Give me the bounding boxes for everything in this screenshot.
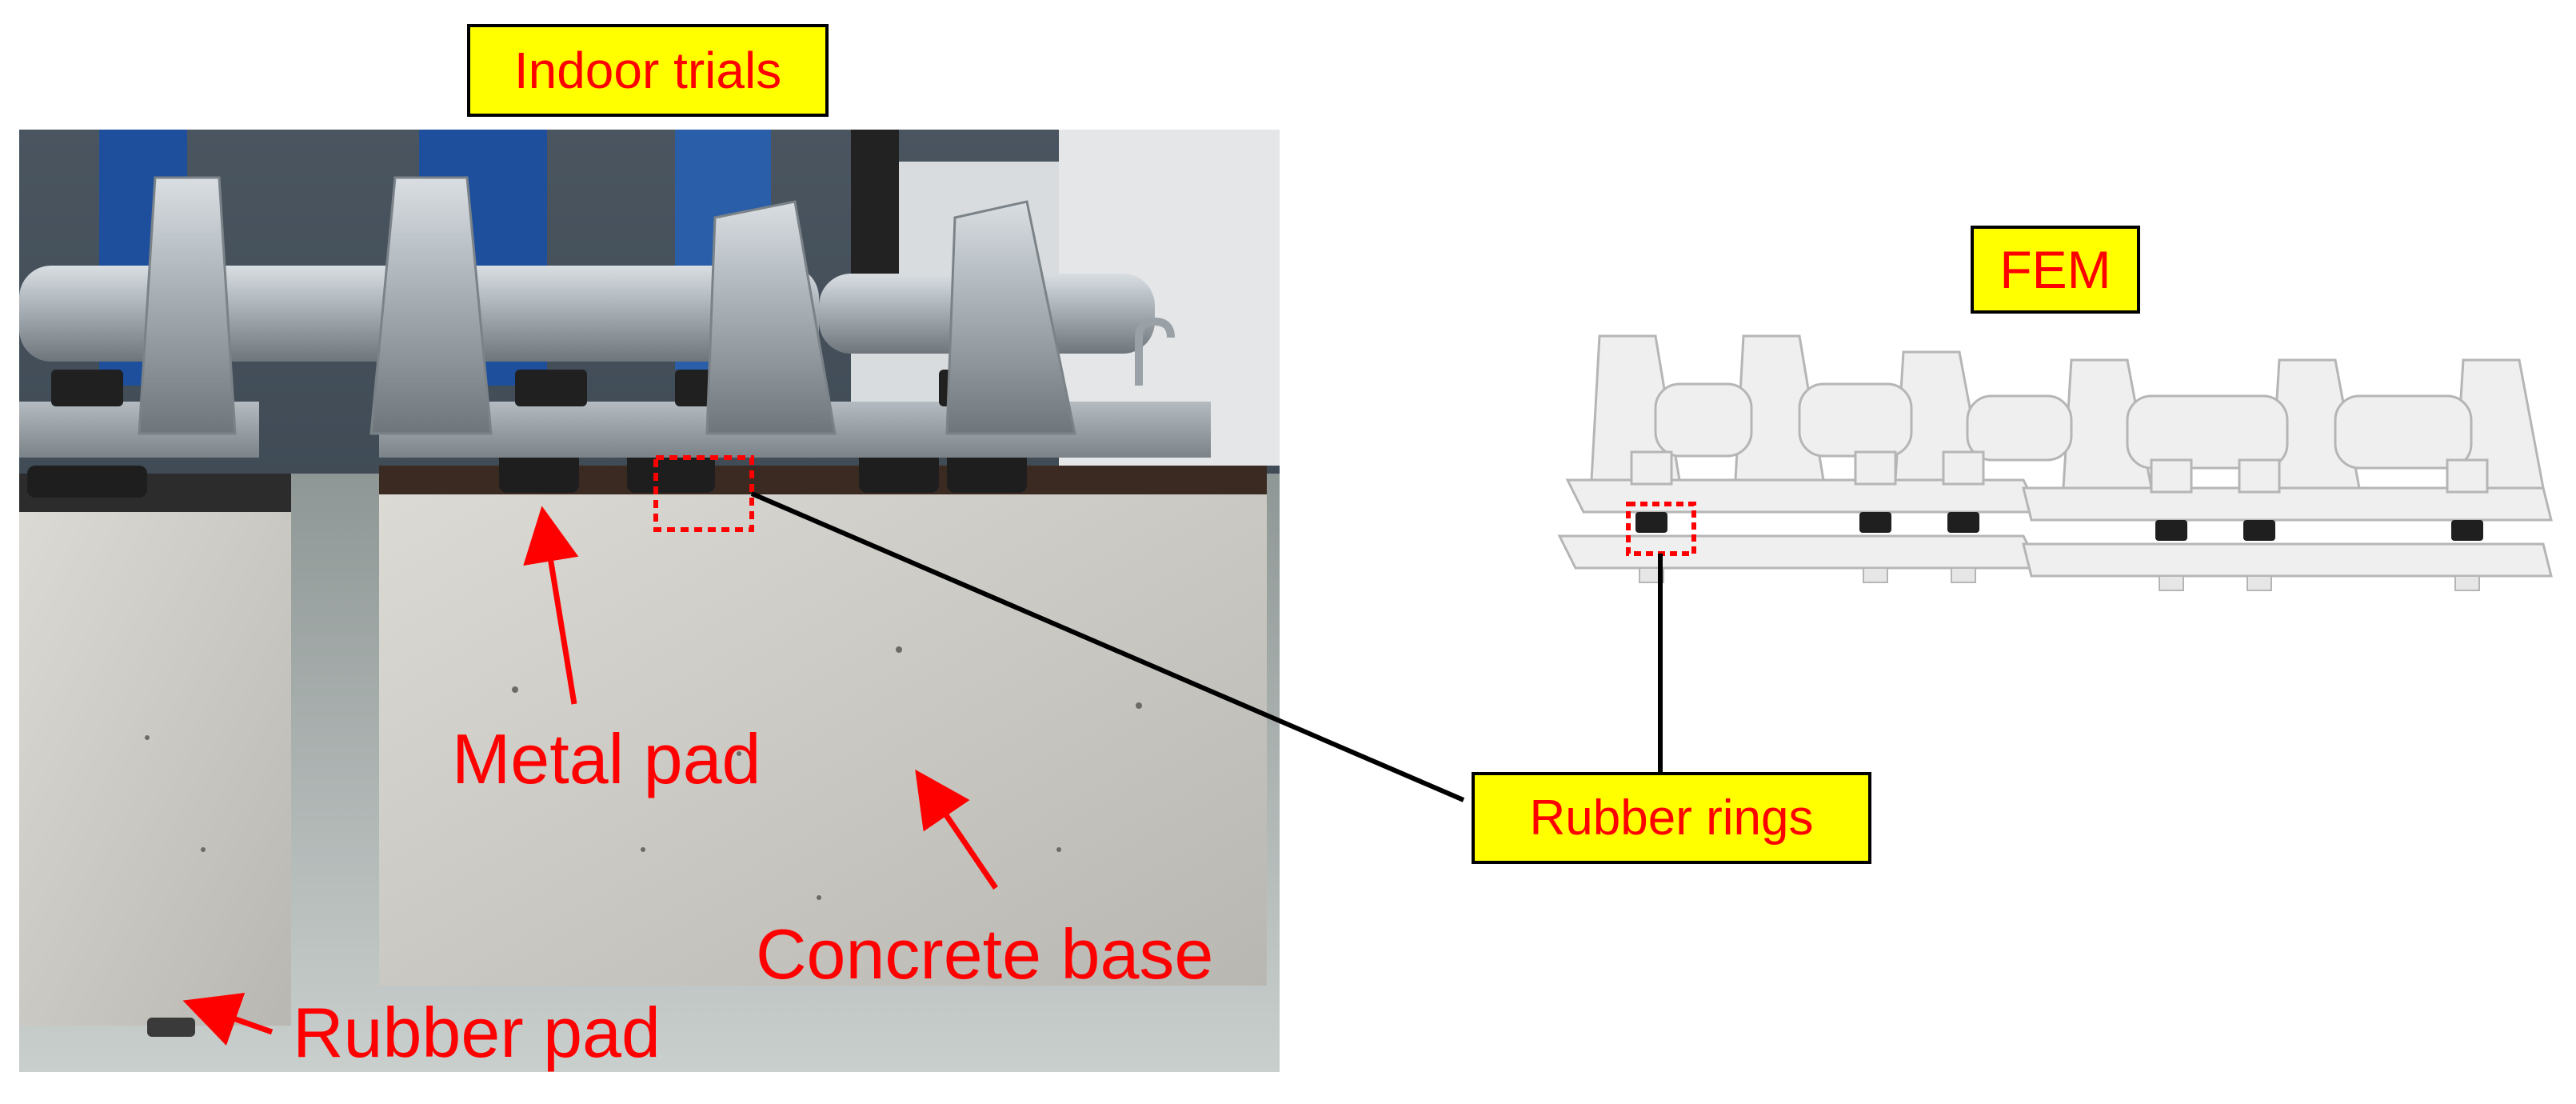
rubber-rings-label: Rubber rings [1472,772,1871,864]
indoor-trials-label: Indoor trials [467,24,829,117]
fem-label: FEM [1971,226,2140,314]
fem-model-drawing [1557,334,2553,591]
metal-pad-text: Metal pad [452,719,761,798]
concrete-base-text: Concrete base [756,914,1214,994]
rubber-pad-text: Rubber pad [293,993,661,1072]
indoor-trial-photo [19,130,1280,1072]
